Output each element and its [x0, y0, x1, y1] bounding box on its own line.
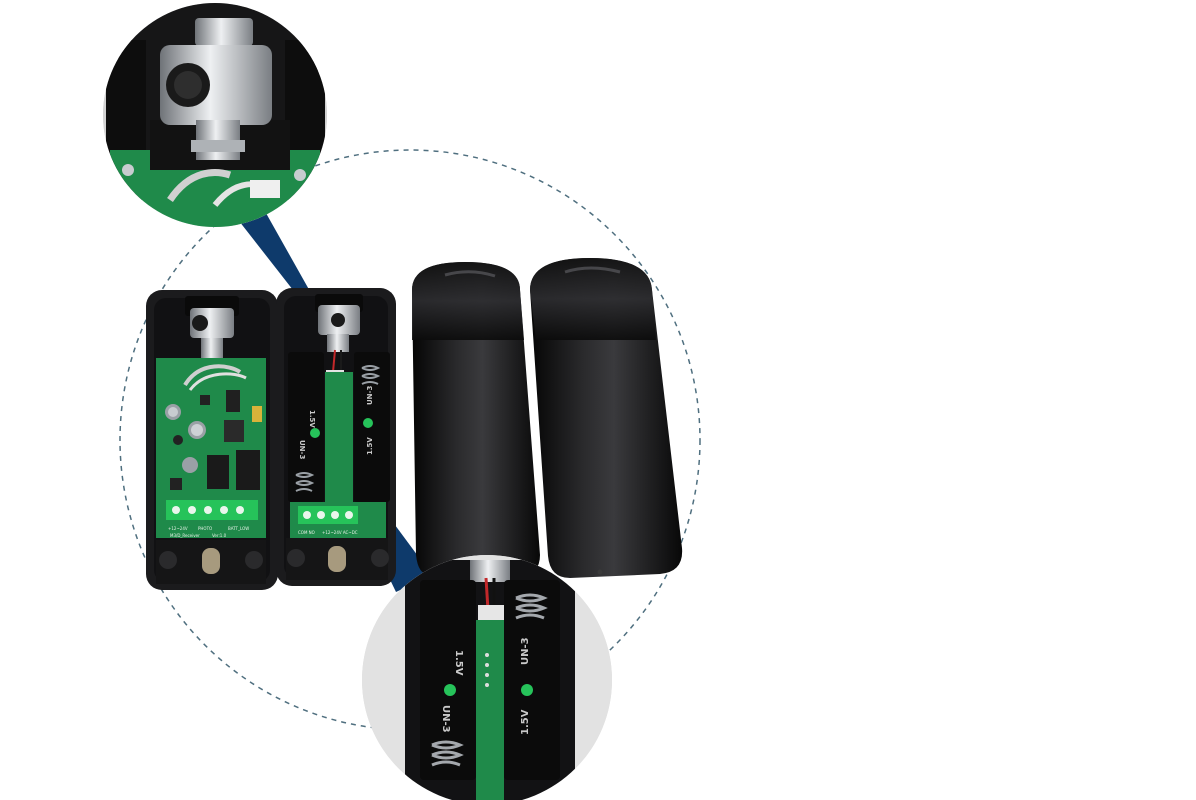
- lens-housing-icon: [185, 296, 239, 360]
- zoom-detail-lens: [103, 3, 327, 227]
- terminal-block-icon: [298, 506, 358, 524]
- pcb-label: +12~24V: [168, 526, 188, 531]
- battery-type-label: UN-3: [520, 637, 531, 665]
- dashed-circle-outline: [119, 149, 701, 731]
- battery-type-label: UN-3: [366, 386, 374, 405]
- pcb-label: COM NO: [298, 530, 315, 535]
- pcb-label: M3/D_Receiver: [170, 533, 200, 538]
- battery-voltage-label: 1.5V: [453, 650, 464, 676]
- battery-voltage-label: 1.5V: [308, 410, 316, 428]
- battery-type-label: UN-3: [298, 440, 306, 459]
- transmitter-unit: 1.5V UN-3 UN-3 1.5V COM NO +12~24V AC~DC: [276, 288, 396, 586]
- terminal-block-icon: [166, 500, 258, 520]
- battery-holder-icon: 1.5V UN-3 UN-3 1.5V: [288, 352, 390, 512]
- battery-voltage-label: 1.5V: [366, 437, 374, 455]
- closed-unit-left: [412, 262, 540, 575]
- pcb-label: PHOTO: [198, 526, 212, 531]
- lens-housing-icon: [315, 294, 363, 352]
- battery-holder-icon: 1.5V UN-3 UN-3 1.5V: [420, 580, 560, 800]
- receiver-unit: +12~24V PHOTO BATT_LOW M3/D_Receiver Ver…: [146, 290, 278, 590]
- pcb-label: +12~24V AC~DC: [322, 530, 358, 535]
- pcb-label: BATT_LOW: [228, 526, 249, 531]
- battery-type-label: UN-3: [440, 705, 451, 733]
- pcb-label: Ver:1.0: [212, 533, 227, 538]
- closed-unit-right: [530, 258, 683, 578]
- zoom-detail-battery: 1.5V UN-3 UN-3 1.5V: [362, 555, 612, 800]
- battery-voltage-label: 1.5V: [520, 709, 531, 735]
